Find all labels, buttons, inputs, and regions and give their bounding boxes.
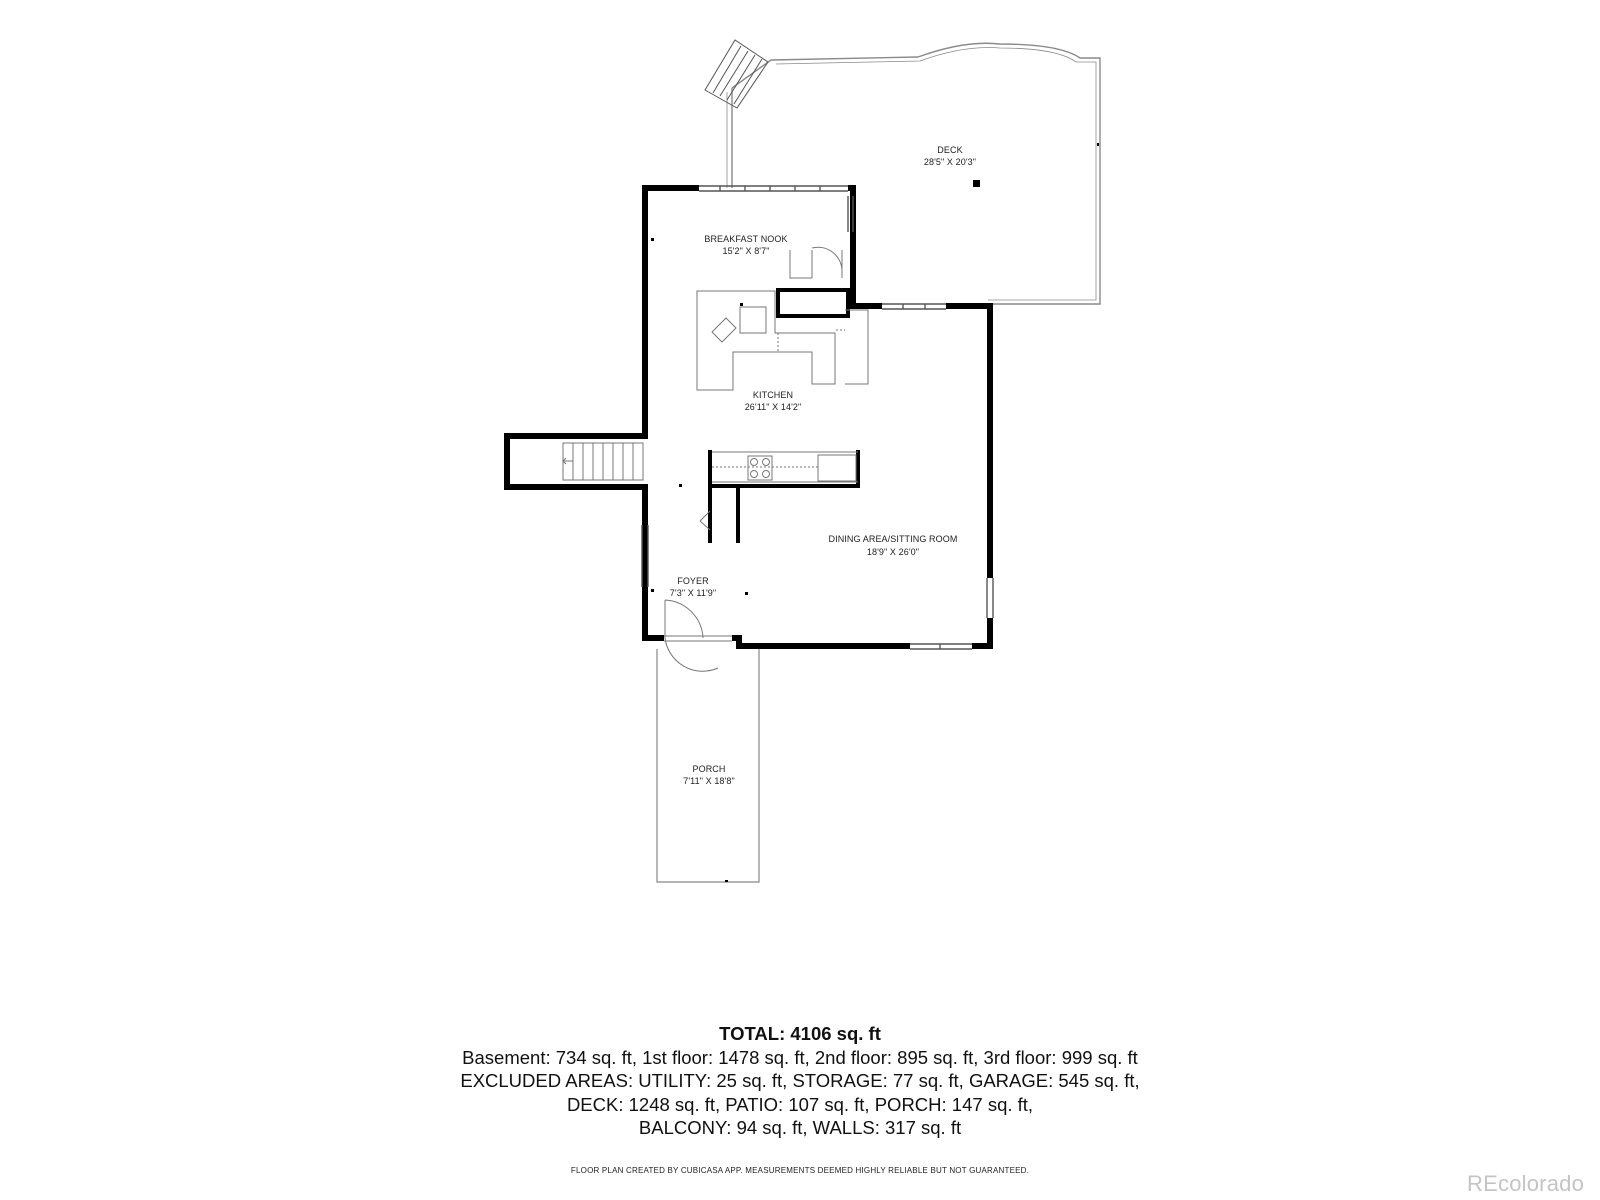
- excluded-areas-line-3: BALCONY: 94 sq. ft, WALLS: 317 sq. ft: [638, 1117, 962, 1138]
- porch-outline: [656, 649, 760, 883]
- room-label-foyer: FOYER: [677, 576, 709, 586]
- kitchen-range-counter: [712, 451, 858, 483]
- room-dims-porch: 7'11" X 18'8": [683, 776, 735, 786]
- deck-outline: [726, 42, 1101, 305]
- room-dims-dining: 18'9" X 26'0": [867, 547, 919, 557]
- room-label-kitchen: KITCHEN: [753, 390, 793, 400]
- disclaimer: FLOOR PLAN CREATED BY CUBICASA APP. MEAS…: [570, 1166, 1030, 1175]
- room-label-deck: DECK: [937, 145, 962, 155]
- floor-plan: DECK 28'5" X 20'3" BREAKFAST NOOK 15'2" …: [504, 39, 1101, 883]
- area-summary: TOTAL: 4106 sq. ft Basement: 734 sq. ft,…: [0, 1022, 1600, 1140]
- room-label-porch: PORCH: [692, 764, 725, 774]
- exterior-walls: [504, 185, 993, 649]
- room-dims-deck: 28'5" X 20'3": [924, 157, 976, 167]
- interior-walls: [708, 288, 860, 543]
- kitchen-counters: [696, 290, 869, 391]
- floor-areas: Basement: 734 sq. ft, 1st floor: 1478 sq…: [462, 1046, 1138, 1068]
- deck-stairs: [704, 39, 769, 109]
- windows: [641, 185, 994, 650]
- doors: [664, 246, 843, 672]
- measure-ticks: [651, 143, 1099, 882]
- room-dims-breakfast-nook: 15'2" X 8'7": [722, 246, 769, 256]
- interior-stairs: [562, 442, 644, 481]
- excluded-areas-line-2: DECK: 1248 sq. ft, PATIO: 107 sq. ft, PO…: [566, 1093, 1034, 1115]
- excluded-areas-line-1: EXCLUDED AREAS: UTILITY: 25 sq. ft, STOR…: [460, 1070, 1140, 1091]
- room-dims-foyer: 7'3" X 11'9": [670, 588, 716, 598]
- watermark-logo: REcolorado: [1467, 1171, 1584, 1196]
- room-label-breakfast-nook: BREAKFAST NOOK: [704, 234, 787, 244]
- room-label-dining: DINING AREA/SITTING ROOM: [829, 534, 958, 544]
- deck-post: [973, 180, 980, 187]
- total-area: TOTAL: 4106 sq. ft: [719, 1023, 881, 1044]
- room-dims-kitchen: 26'11" X 14'2": [745, 402, 802, 412]
